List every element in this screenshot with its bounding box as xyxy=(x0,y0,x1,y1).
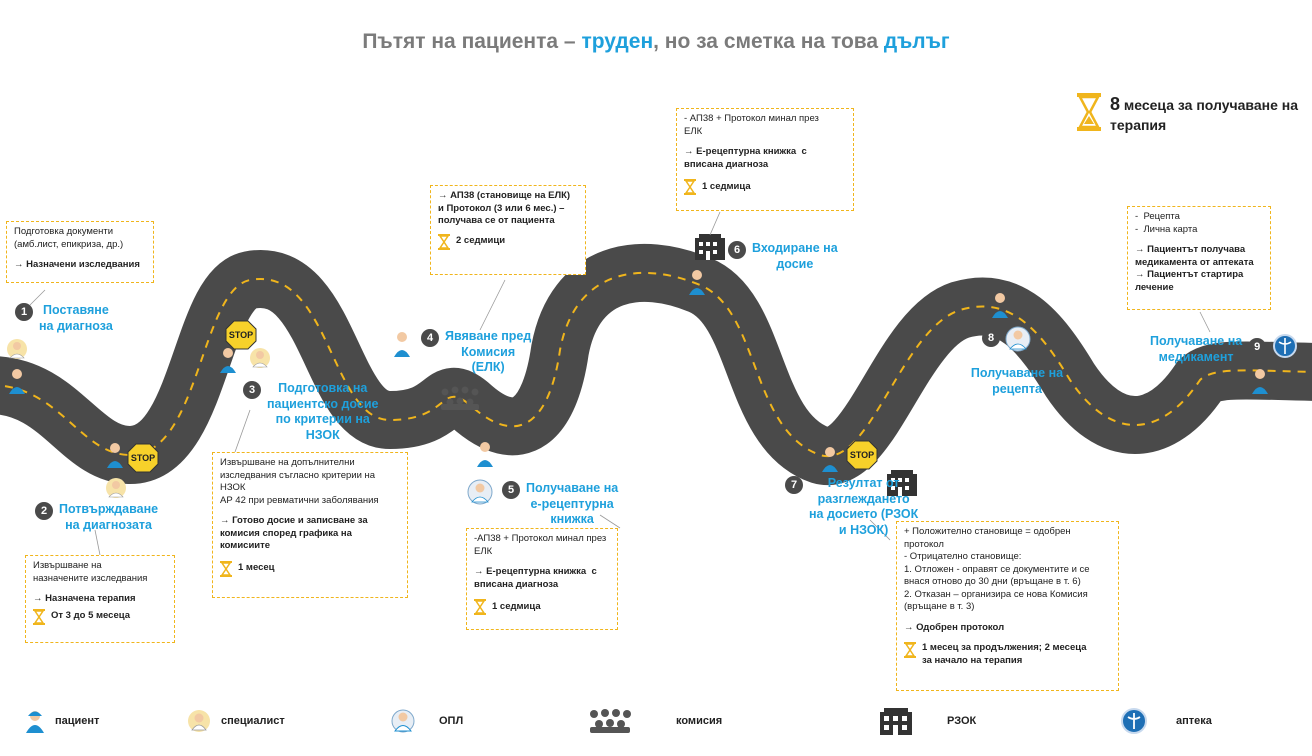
info-box-step-4: → АП38 (становище на ЕЛК) и Протокол (3 … xyxy=(430,185,586,275)
step-number: 7 xyxy=(785,476,803,494)
step-number: 1 xyxy=(15,303,33,321)
hourglass-icon xyxy=(33,608,45,625)
stop-sign-icon: STOP xyxy=(225,320,257,350)
info-box-step-9: - Рецепта - Лична карта → Пациентът полу… xyxy=(1127,206,1271,310)
commission-icon xyxy=(590,709,631,733)
specialist-icon xyxy=(106,478,126,498)
legend-patient: пациент xyxy=(25,706,99,736)
pharmacy-icon xyxy=(1121,708,1147,734)
hourglass-icon xyxy=(220,560,232,577)
road-center-line xyxy=(0,271,1312,458)
hourglass-icon xyxy=(684,179,696,196)
stop-sign-label: STOP xyxy=(229,330,253,340)
legend-pharmacy: аптека xyxy=(1120,706,1212,736)
pharmacy-icon xyxy=(1273,334,1297,358)
connector-lines xyxy=(29,211,1211,556)
info-box-step-3: Извършване на допълнителни изследвания с… xyxy=(212,452,408,598)
legend-gp: ОПЛ xyxy=(391,706,463,736)
patient-icon xyxy=(992,293,1008,318)
patient-icon xyxy=(26,711,44,733)
stop-sign-label: STOP xyxy=(850,450,874,460)
stop-sign-label: STOP xyxy=(131,453,155,463)
legend-specialist: специалист xyxy=(187,706,285,736)
patient-icon xyxy=(477,442,493,467)
patient-icon xyxy=(689,270,705,295)
specialist-icon xyxy=(7,339,27,359)
patient-icon xyxy=(1252,369,1268,394)
hourglass-icon xyxy=(438,233,450,250)
commission-icon xyxy=(441,386,479,410)
step-number: 3 xyxy=(243,381,261,399)
gp-icon xyxy=(391,709,415,733)
rzok-building-icon xyxy=(887,470,917,496)
step-number: 9 xyxy=(1248,338,1267,356)
step-number: 6 xyxy=(728,241,746,259)
hourglass-icon xyxy=(474,599,486,616)
hourglass-icon xyxy=(1077,93,1101,131)
info-box-step-7: + Положително становище = одобрен проток… xyxy=(896,521,1119,691)
hourglass-icon xyxy=(904,642,916,659)
gp-icon xyxy=(467,479,493,505)
gp-icon xyxy=(1005,326,1031,352)
step-number: 4 xyxy=(421,329,439,347)
info-box-step-5: -АП38 + Протокол минал през ЕЛК → Е-реце… xyxy=(466,528,618,630)
page-title: Пътят на пациента – труден, но за сметка… xyxy=(362,30,950,53)
info-box-step-6: - АП38 + Протокол минал през ЕЛК → Е-рец… xyxy=(676,108,854,211)
specialist-icon xyxy=(188,710,210,732)
patient-icon xyxy=(107,443,123,468)
patient-icon xyxy=(220,348,236,373)
legend-commission: комисия xyxy=(588,706,722,736)
step-number: 2 xyxy=(35,502,53,520)
step-8-number: 8 xyxy=(982,329,1000,347)
info-box-step-2: Извършване на назначените изследвания → … xyxy=(25,555,175,643)
step-number: 5 xyxy=(502,481,520,499)
rzok-building-icon xyxy=(695,234,725,260)
stop-sign-icon: STOP xyxy=(127,443,159,473)
legend-rzok: РЗОК xyxy=(879,706,976,736)
specialist-icon xyxy=(250,348,270,368)
patient-icon xyxy=(394,332,410,357)
info-box-step-1: Подготовка документи (амб.лист, епикриза… xyxy=(6,221,154,283)
rzok-building-icon xyxy=(880,708,912,735)
road-asphalt xyxy=(0,243,1312,485)
patient-icon xyxy=(822,447,838,472)
patient-icon xyxy=(9,369,25,394)
stop-sign-icon: STOP xyxy=(846,440,878,470)
